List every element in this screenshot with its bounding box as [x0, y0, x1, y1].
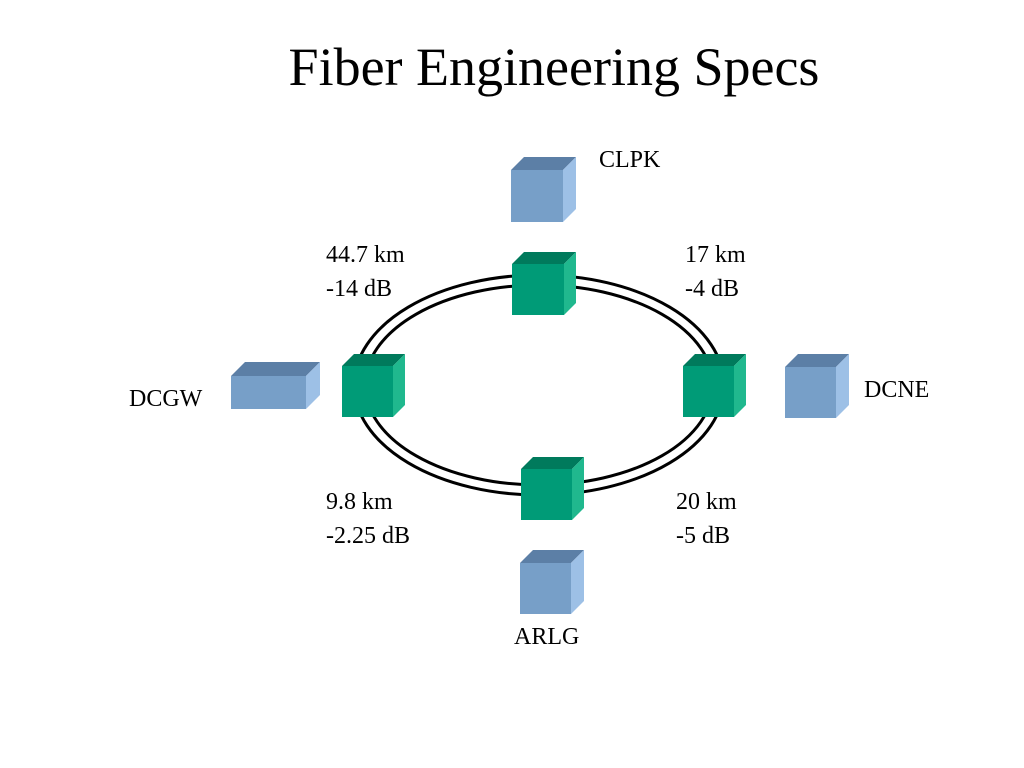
- segment-spec-bottom-left: 9.8 km -2.25 dB: [326, 485, 410, 553]
- site-label-clpk: CLPK: [599, 147, 661, 173]
- segment-loss: -14 dB: [326, 276, 392, 302]
- site-label-dcgw: DCGW: [129, 386, 203, 412]
- ring-node-bottom: [521, 457, 584, 520]
- site-box-dcne: [785, 354, 849, 418]
- segment-distance: 20 km: [676, 489, 737, 515]
- segment-spec-top-right: 17 km -4 dB: [685, 238, 746, 306]
- segment-loss: -4 dB: [685, 276, 739, 302]
- segment-spec-top-left: 44.7 km -14 dB: [326, 238, 405, 306]
- segment-loss: -2.25 dB: [326, 523, 410, 549]
- segment-distance: 17 km: [685, 242, 746, 268]
- segment-loss: -5 dB: [676, 523, 730, 549]
- segment-distance: 9.8 km: [326, 489, 393, 515]
- segment-spec-bottom-right: 20 km -5 dB: [676, 485, 737, 553]
- ring-node-left: [342, 354, 405, 417]
- site-box-clpk: [511, 157, 576, 222]
- ring-node-top: [512, 252, 576, 315]
- site-label-dcne: DCNE: [864, 377, 930, 403]
- site-label-arlg: ARLG: [514, 624, 580, 650]
- segment-distance: 44.7 km: [326, 242, 405, 268]
- site-box-dcgw: [231, 362, 320, 409]
- site-box-arlg: [520, 550, 584, 614]
- page-title: Fiber Engineering Specs: [288, 37, 820, 97]
- ring-node-right: [683, 354, 746, 417]
